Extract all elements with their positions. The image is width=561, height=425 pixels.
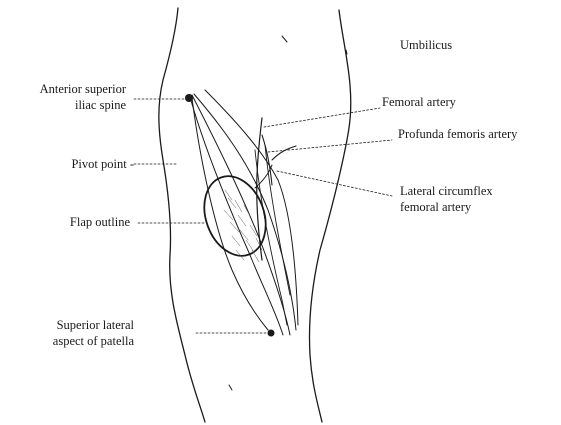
femoral-artery-leader-line: [264, 108, 380, 127]
lcfa-leader-line: [277, 171, 392, 196]
asis-landmark-dot: [185, 94, 193, 102]
lateral-circumflex-label-line1: Lateral circumflex: [400, 184, 493, 199]
femoral-artery-vessel: [257, 118, 262, 260]
stray-mark: [282, 36, 287, 42]
sartorius-line: [190, 97, 283, 335]
femoral-artery-label: Femoral artery: [382, 95, 456, 110]
asis-label-line2: iliac spine: [0, 98, 126, 113]
patella-label-line1: Superior lateral: [0, 318, 134, 333]
patella-label-line2: aspect of patella: [0, 334, 134, 349]
thigh-medial-outline: [159, 8, 205, 422]
lateral-circumflex-label-line2: femoral artery: [400, 200, 471, 215]
umbilicus-label: Umbilicus: [400, 38, 452, 53]
patella-landmark-dot: [268, 330, 275, 337]
asis-label-line1: Anterior superior: [0, 82, 126, 97]
flap-outline-label: Flap outline: [0, 215, 130, 230]
profunda-femoris-label: Profunda femoris artery: [398, 127, 517, 142]
thigh-lateral-outline: [309, 10, 350, 422]
muscle-line: [192, 95, 290, 335]
muscle-line: [192, 98, 268, 330]
circumflex-branch: [272, 146, 296, 160]
stray-mark: [229, 385, 232, 390]
pivot-point-label: Pivot point -: [0, 157, 134, 172]
